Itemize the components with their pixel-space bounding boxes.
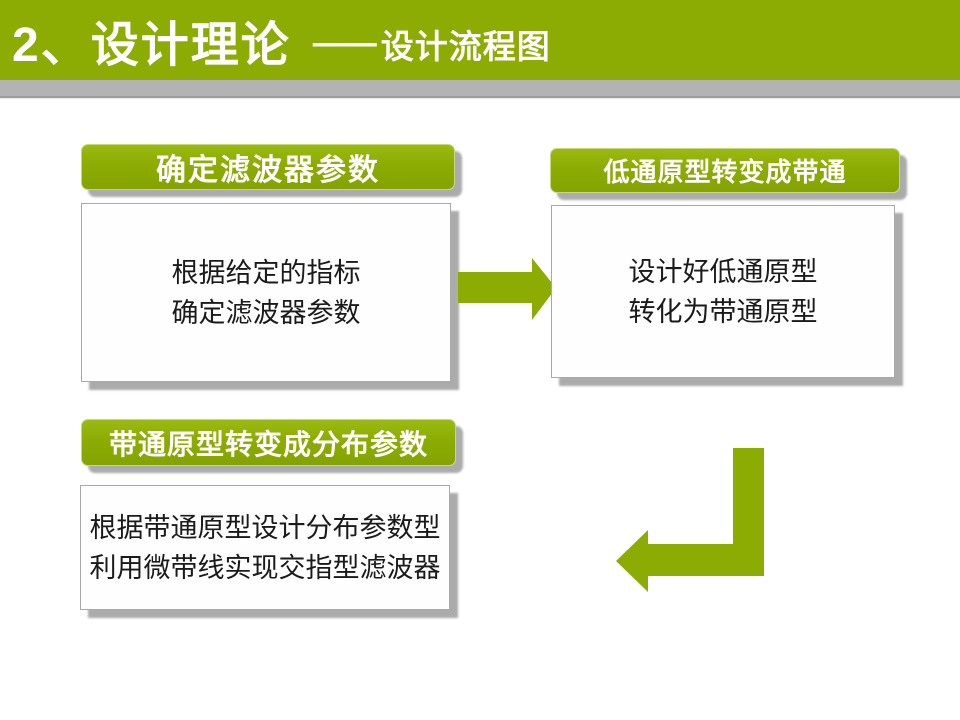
flow-step-1-line-2: 确定滤波器参数 <box>171 297 361 328</box>
flow-step-1-line-1: 根据给定的指标 <box>171 257 361 288</box>
flow-step-1-header: 确定滤波器参数 <box>81 144 455 190</box>
flow-step-2-body: 设计好低通原型 转化为带通原型 <box>551 205 895 378</box>
slide-title-main: 2、设计理论 <box>12 19 291 72</box>
flow-arrow-right-icon <box>458 258 556 320</box>
flow-arrow-bent-down-left-icon <box>616 448 764 592</box>
flow-step-1-body: 根据给定的指标 确定滤波器参数 <box>81 203 451 382</box>
flow-step-3-line-2: 利用微带线实现交指型滤波器 <box>89 552 441 583</box>
title-dash: —— <box>312 23 377 62</box>
flow-step-3-line-1: 根据带通原型设计分布参数型 <box>89 512 441 543</box>
slide-title-subtitle: 设计流程图 <box>380 28 551 65</box>
title-divider-bar <box>0 80 960 100</box>
flow-step-2-line-1: 设计好低通原型 <box>628 256 818 287</box>
flow-step-2-header: 低通原型转变成带通 <box>550 148 900 193</box>
slide-title-bar: 2、设计理论 —— 设计流程图 <box>0 0 960 80</box>
flow-step-2-line-2: 转化为带通原型 <box>628 296 818 327</box>
flow-step-3-header: 带通原型转变成分布参数 <box>81 419 456 466</box>
flow-step-3-body: 根据带通原型设计分布参数型 利用微带线实现交指型滤波器 <box>80 485 450 610</box>
